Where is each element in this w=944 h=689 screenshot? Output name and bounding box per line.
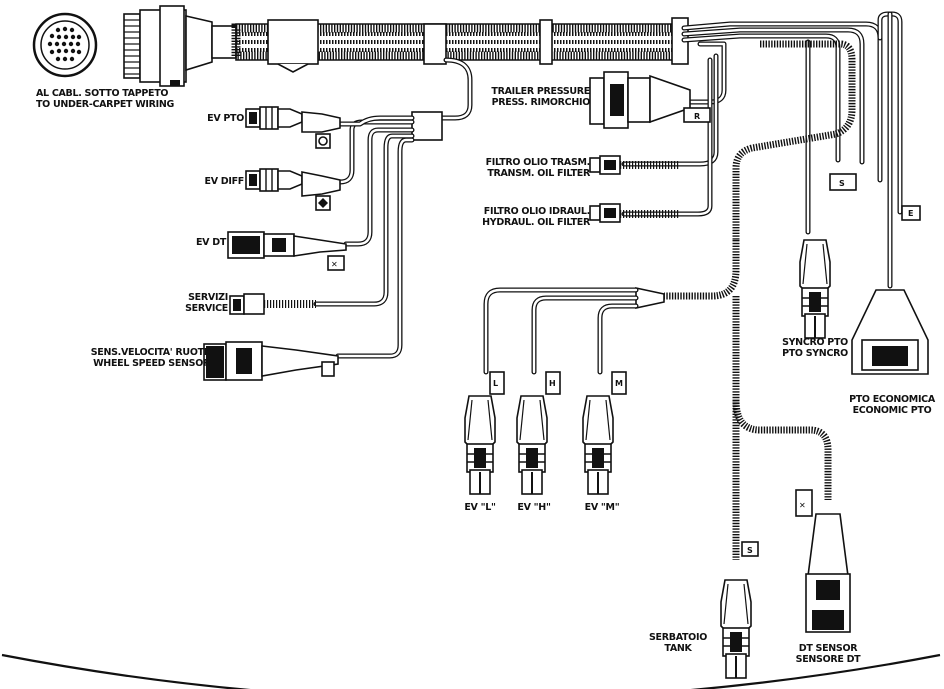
dt-sensor-label-it: SENSORE DT xyxy=(795,654,861,665)
ev-m-label: EV "M" xyxy=(584,502,620,513)
economic-pto-branch xyxy=(851,205,929,375)
wheel-speed-label-it: SENS.VELOCITA' RUOTE xyxy=(90,347,211,358)
syncro-pto-label-it: PTO SYNCRO xyxy=(782,348,848,359)
main-connector-label: AL CABL. SOTTO TAPPETO TO UNDER-CARPET W… xyxy=(36,88,174,110)
tag-l: L xyxy=(493,379,498,388)
ev-pto-connector xyxy=(245,106,341,149)
trans-oil-filter-label: FILTRO OLIO TRASM. TRANSM. OIL FILTER xyxy=(460,157,591,179)
ev-lhm-branch xyxy=(464,240,740,495)
tag-r: R xyxy=(694,112,700,121)
dt-sensor-branch: ✕ xyxy=(732,399,851,633)
tag-h: H xyxy=(549,379,556,388)
tags xyxy=(489,371,627,395)
hyd-oil-filter-label-it: FILTRO OLIO IDRAUL. xyxy=(483,206,591,217)
servizi-label-en: SERVICE xyxy=(185,303,228,314)
svg-text:✕: ✕ xyxy=(799,501,806,510)
trans-oil-filter-label-en: TRANSM. OIL FILTER xyxy=(487,168,590,179)
economic-pto-label-en: ECONOMIC PTO xyxy=(852,405,932,416)
hyd-oil-filter-label-en: HYDRAUL. OIL FILTER xyxy=(482,217,590,228)
tag-s-syncro: S xyxy=(839,179,845,188)
tag-s-tank: S xyxy=(747,546,753,555)
trailer-pressure-label-it: PRESS. RIMORCHIO xyxy=(491,97,591,108)
ev-l-label: EV "L" xyxy=(464,502,496,513)
main-connector-side xyxy=(123,5,237,87)
servizi-connector xyxy=(229,293,316,315)
dt-sensor-label: DT SENSOR SENSORE DT xyxy=(788,643,868,665)
servizi-label-it: SERVIZI xyxy=(188,292,228,303)
tank-label-en: TANK xyxy=(664,643,692,654)
main-connector-label-en: TO UNDER-CARPET WIRING xyxy=(36,99,175,110)
syncro-pto-branch xyxy=(799,173,857,339)
wheel-speed-connector xyxy=(203,341,339,381)
trailer-pressure-label-en: TRAILER PRESSURE xyxy=(491,86,590,97)
economic-pto-label-it: PTO ECONOMICA xyxy=(849,394,935,405)
tag-e: E xyxy=(908,209,913,218)
svg-text:✕: ✕ xyxy=(331,260,338,269)
tank-branch xyxy=(720,296,759,679)
trailer-pressure-label: TRAILER PRESSURE PRESS. RIMORCHIO xyxy=(470,86,590,108)
wheel-speed-label-en: WHEEL SPEED SENSOR xyxy=(93,358,210,369)
dt-sensor-label-en: DT SENSOR xyxy=(798,643,858,654)
trans-oil-filter-connector xyxy=(589,155,680,175)
trans-oil-filter-label-it: FILTRO OLIO TRASM. xyxy=(485,157,591,168)
tank-label-it: SERBATOIO xyxy=(649,632,707,643)
tag-m: M xyxy=(615,379,623,388)
syncro-pto-label-en: SYNCRO PTO xyxy=(782,337,848,348)
servizi-label: SERVIZI SERVICE xyxy=(150,292,228,314)
ev-h-label: EV "H" xyxy=(517,502,551,513)
ev-dt-label: EV DT xyxy=(195,237,226,248)
economic-pto-label: PTO ECONOMICA ECONOMIC PTO xyxy=(844,394,940,416)
tank-label: SERBATOIO TANK xyxy=(646,632,710,654)
main-connector-label-it: AL CABL. SOTTO TAPPETO xyxy=(36,88,169,99)
upper-left-wires xyxy=(313,57,473,359)
ev-diff-connector xyxy=(245,168,341,211)
wheel-speed-label: SENS.VELOCITA' RUOTE WHEEL SPEED SENSOR xyxy=(80,347,211,369)
ev-diff-label: EV DIFF xyxy=(204,176,245,187)
ev-pto-label: EV PTO xyxy=(207,113,244,124)
ev-dt-connector: ✕ xyxy=(227,231,347,271)
right-main-wires xyxy=(621,11,903,289)
trailer-pressure-connector xyxy=(589,71,711,129)
syncro-pto-label: SYNCRO PTO PTO SYNCRO xyxy=(770,337,860,359)
main-connector-round xyxy=(32,12,98,78)
hyd-oil-filter-label: FILTRO OLIO IDRAUL. HYDRAUL. OIL FILTER xyxy=(460,206,590,228)
hyd-oil-filter-connector xyxy=(589,203,680,223)
